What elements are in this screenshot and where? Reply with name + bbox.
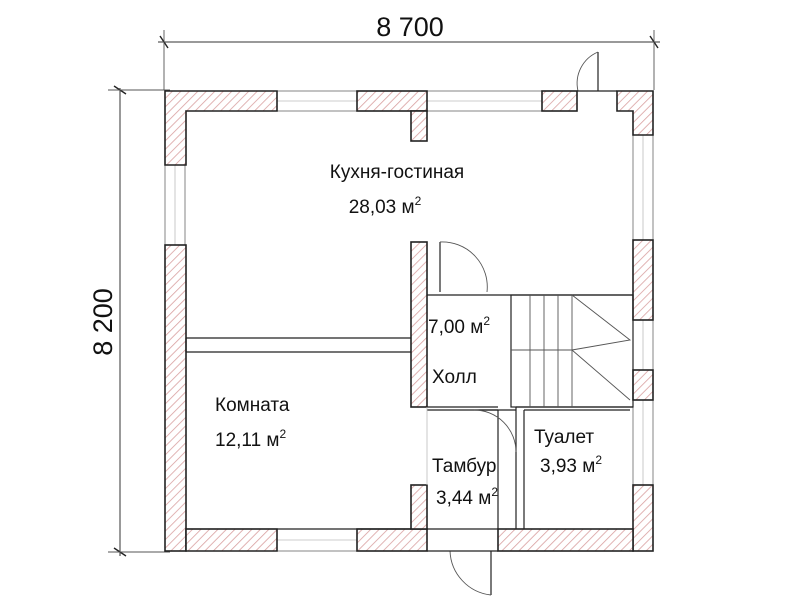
wall-hall-left [410, 241, 428, 408]
staircase [510, 294, 634, 408]
wall-bottom-middle [356, 528, 428, 552]
exterior-walls [164, 90, 654, 552]
room-area: 3,93 м2 [540, 453, 602, 477]
room-area: 28,03 м2 [349, 194, 422, 218]
room-area: 7,00 м2 [428, 314, 490, 338]
room-name: Комната [215, 395, 290, 416]
room-name: Туалет [534, 427, 594, 448]
wall-top-right [616, 90, 654, 136]
wall-left [164, 244, 187, 552]
room-label-kitchen: Кухня-гостиная 28,03 м2 [330, 162, 464, 218]
wall-top-right-pier [541, 90, 578, 112]
windows [164, 90, 654, 552]
doors [427, 51, 617, 596]
wall-bottom-right [497, 528, 634, 552]
wall-bottom-left [185, 528, 278, 552]
room-label-toilet: Туалет 3,93 м2 [534, 427, 602, 477]
wall-top-pier [410, 110, 428, 142]
room-label-vestibule: Тамбур 3,44 м2 [432, 456, 498, 509]
width-dimension: 8 700 [158, 12, 660, 90]
room-label-hall: 7,00 м2 Холл [428, 314, 490, 388]
interior-walls [185, 241, 633, 530]
wall-right-middle [632, 239, 654, 321]
room-area: 12,11 м2 [215, 427, 286, 451]
room-area: 3,44 м2 [436, 485, 498, 509]
wall-vestibule-left [410, 484, 428, 530]
height-dimension-label: 8 200 [88, 288, 118, 356]
wall-right-lower [632, 369, 654, 401]
wall-right-bottom [632, 484, 654, 552]
width-dimension-label: 8 700 [376, 12, 444, 42]
height-dimension: 8 200 [88, 85, 170, 557]
wall-top-middle [356, 90, 428, 112]
room-name: Тамбур [432, 456, 497, 477]
room-name: Холл [432, 367, 477, 388]
wall-top-left [164, 90, 278, 166]
room-name: Кухня-гостиная [330, 162, 464, 183]
room-label-room: Комната 12,11 м2 [215, 395, 290, 451]
